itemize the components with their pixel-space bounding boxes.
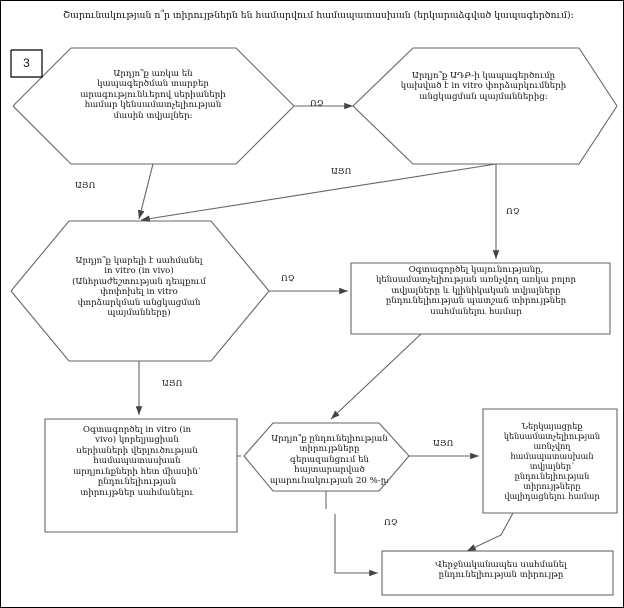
edge-d4-no-to-box4 xyxy=(334,514,378,577)
decision-node-in-vitro-conditions-label: Արդյո՞ք ԱԴԲ-ի կապագերծումը կախված է in v… xyxy=(400,71,567,102)
process-box-use-correlation-label: Օգտագործել in vitro (in vivo) կորելյացիա… xyxy=(73,425,201,498)
decision-3-shape xyxy=(10,220,270,362)
edge-box1-to-d4 xyxy=(330,333,422,420)
decision-1-shape xyxy=(12,47,295,165)
box-4-shape xyxy=(381,550,614,596)
page-title: Շարունակության ո՞ր տիրույթներն են համարվ… xyxy=(63,10,574,21)
box-2-shape xyxy=(44,418,238,533)
edge-label-d4-yes: ԱՅՈ xyxy=(433,438,454,448)
process-box-final-limits-label: Վերջնականապես սահմանել ընդունելիության տ… xyxy=(435,560,567,581)
flow-connectors xyxy=(135,102,514,577)
process-box-validate-limits-label: Ներկայացրեք կենսամատչելիության առնչվող հ… xyxy=(503,421,601,501)
decision-2-shape xyxy=(352,47,618,165)
box-1-shape xyxy=(350,262,611,335)
decision-node-exceeds-20-percent-label: Արդյո՞ք ընդունելիության տիրույթները գերա… xyxy=(269,434,390,486)
box-3-shape xyxy=(482,408,618,514)
page-number-bracket xyxy=(10,49,43,78)
edge-label-d3-yes: ԱՅՈ xyxy=(162,378,183,388)
page-number: 3 xyxy=(23,56,30,70)
decision-node-baseline-data-label: Արդյո՞ք առկա են կապագերծման տարբեր արագո… xyxy=(80,69,226,121)
edge-label-d1-yes: ԱՅՈ xyxy=(75,180,96,190)
decision-node-ivivc-definable-label: Արդյո՞ք կարելի է սահմանել in vitro (in v… xyxy=(72,256,206,319)
edge-label-d3-no: ՈՉ xyxy=(281,273,295,283)
edge-label-d2-yes: ԱՅՈ xyxy=(331,166,352,176)
edge-label-d4-no: ՈՉ xyxy=(384,517,398,527)
edge-d1-yes-to-d3 xyxy=(137,163,154,220)
edge-label-d2-no: ՈՉ xyxy=(506,206,520,216)
edge-d2-yes-to-d3 xyxy=(140,163,497,222)
edge-label-d1-no: ՈՉ xyxy=(310,98,324,108)
decision-4-shape xyxy=(243,422,410,492)
process-box-use-all-data-label: Օգտագործել կայունությանը, կենսամատչելիու… xyxy=(375,265,577,317)
edge-box3-to-box4 xyxy=(466,512,514,552)
